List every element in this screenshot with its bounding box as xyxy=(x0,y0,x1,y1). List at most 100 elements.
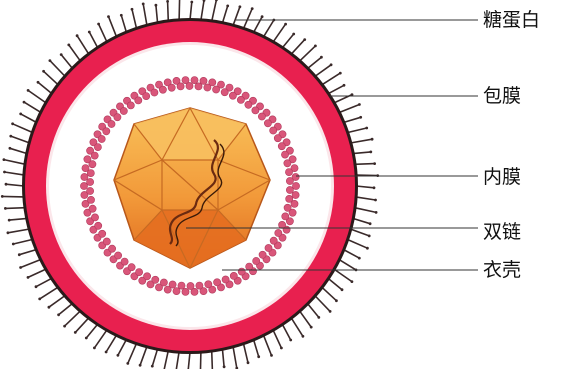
glycoprotein-spike xyxy=(38,82,52,94)
glycoprotein-spike-tip xyxy=(292,33,295,36)
glycoprotein-spike-tip xyxy=(131,8,134,11)
glycoprotein-spike-tip xyxy=(105,351,108,354)
inner-membrane-bead xyxy=(87,196,94,203)
glycoprotein-spike-tip xyxy=(302,335,305,338)
glycoprotein-spike xyxy=(140,346,147,365)
inner-membrane-bead xyxy=(87,187,94,194)
glycoprotein-spike xyxy=(77,36,89,55)
glycoprotein-spike xyxy=(201,1,204,21)
inner-membrane-bead xyxy=(103,238,110,245)
inner-membrane-bead xyxy=(265,244,272,251)
glycoprotein-spike-tip xyxy=(3,158,6,161)
inner-membrane-bead xyxy=(152,276,159,283)
inner-membrane-bead xyxy=(114,114,121,121)
glycoprotein-spike xyxy=(179,0,180,20)
glycoprotein-spike xyxy=(273,24,286,42)
inner-membrane-bead xyxy=(205,281,212,288)
glycoprotein-spike xyxy=(254,339,259,356)
label-double-strand: 双链 xyxy=(483,221,521,243)
glycoprotein-spike-tip xyxy=(330,63,333,66)
glycoprotein-spike-tip xyxy=(23,101,26,104)
inner-membrane-bead xyxy=(182,288,189,295)
glycoprotein-spike-tip xyxy=(85,337,88,340)
glycoprotein-spike xyxy=(28,269,46,277)
glycoprotein-spike xyxy=(61,55,72,69)
glycoprotein-spike xyxy=(188,352,190,369)
glycoprotein-spike xyxy=(350,139,372,143)
glycoprotein-spike xyxy=(343,250,359,259)
glycoprotein-spike-tip xyxy=(369,151,372,154)
inner-membrane-bead xyxy=(284,160,291,167)
glycoprotein-spike-tip xyxy=(358,103,361,106)
glycoprotein-spike xyxy=(334,269,352,282)
glycoprotein-spike-tip xyxy=(368,235,371,238)
glycoprotein-spike-tip xyxy=(373,162,376,165)
glycoprotein-spike xyxy=(5,172,25,175)
inner-membrane-bead xyxy=(99,230,106,237)
glycoprotein-spike xyxy=(322,287,337,301)
glycoprotein-spike-tip xyxy=(76,34,79,37)
glycoprotein-spike xyxy=(49,296,65,308)
glycoprotein-spike xyxy=(176,352,179,369)
glycoprotein-spike-tip xyxy=(19,266,22,269)
glycoprotein-spike-tip xyxy=(7,231,10,234)
glycoprotein-spike-tip xyxy=(3,171,6,174)
inner-membrane-bead xyxy=(89,205,96,212)
glycoprotein-spike-tip xyxy=(48,306,51,309)
inner-membrane-bead xyxy=(229,92,236,99)
inner-membrane-bead xyxy=(230,272,237,279)
inner-membrane-bead xyxy=(178,282,185,289)
glycoprotein-spike-tip xyxy=(366,247,369,250)
inner-membrane-bead xyxy=(275,229,282,236)
glycoprotein-spike xyxy=(121,15,126,32)
glycoprotein-spike xyxy=(9,218,27,220)
inner-membrane-bead xyxy=(191,77,198,84)
glycoprotein-spike xyxy=(212,0,217,21)
glycoprotein-spike xyxy=(222,349,224,367)
glycoprotein-spike-tip xyxy=(314,45,317,48)
glycoprotein-spike xyxy=(65,311,81,326)
inner-membrane-bead xyxy=(196,282,203,289)
inner-membrane-bead xyxy=(214,279,221,286)
glycoprotein-spike xyxy=(222,6,227,23)
inner-membrane-bead xyxy=(259,251,266,258)
inner-membrane-bead xyxy=(213,86,220,93)
glycoprotein-spike-tip xyxy=(374,199,377,202)
inner-membrane-bead xyxy=(195,83,202,90)
glycoprotein-spike-tip xyxy=(42,70,45,73)
glycoprotein-spike xyxy=(356,186,374,188)
glycoprotein-spike-tip xyxy=(37,81,40,84)
glycoprotein-spike-tip xyxy=(375,211,378,214)
glycoprotein-spike xyxy=(118,339,127,355)
glycoprotein-spike-tip xyxy=(97,23,100,26)
glycoprotein-spike-tip xyxy=(27,276,30,279)
glycoprotein-spike-tip xyxy=(359,116,362,119)
glycoprotein-spike xyxy=(8,229,30,233)
glycoprotein-spike xyxy=(94,330,107,348)
inner-membrane-bead xyxy=(136,269,143,276)
glycoprotein-spike-tip xyxy=(67,44,70,47)
glycoprotein-spike-tip xyxy=(247,361,250,364)
glycoprotein-spike xyxy=(69,45,81,61)
glycoprotein-spike xyxy=(353,152,371,154)
glycoprotein-spike-tip xyxy=(343,84,346,87)
glycoprotein-spike-tip xyxy=(142,3,145,6)
inner-membrane-bead xyxy=(151,89,158,96)
glycoprotein-spike-tip xyxy=(60,53,63,56)
label-envelope: 包膜 xyxy=(483,85,521,107)
glycoprotein-spike xyxy=(315,296,330,312)
glycoprotein-spike-tip xyxy=(261,15,264,18)
inner-membrane-bead xyxy=(286,186,293,193)
inner-membrane-bead xyxy=(258,113,265,120)
glycoprotein-spike-tip xyxy=(8,219,11,222)
glycoprotein-spike-tip xyxy=(251,7,254,10)
inner-membrane-bead xyxy=(89,161,96,168)
inner-membrane-bead xyxy=(186,82,193,89)
glycoprotein-spike xyxy=(291,318,303,337)
inner-membrane-bead xyxy=(109,245,116,252)
glycoprotein-spike xyxy=(152,349,157,366)
inner-membrane-bead xyxy=(87,178,94,185)
glycoprotein-spike xyxy=(6,184,24,186)
glycoprotein-spike-tip xyxy=(166,0,169,3)
